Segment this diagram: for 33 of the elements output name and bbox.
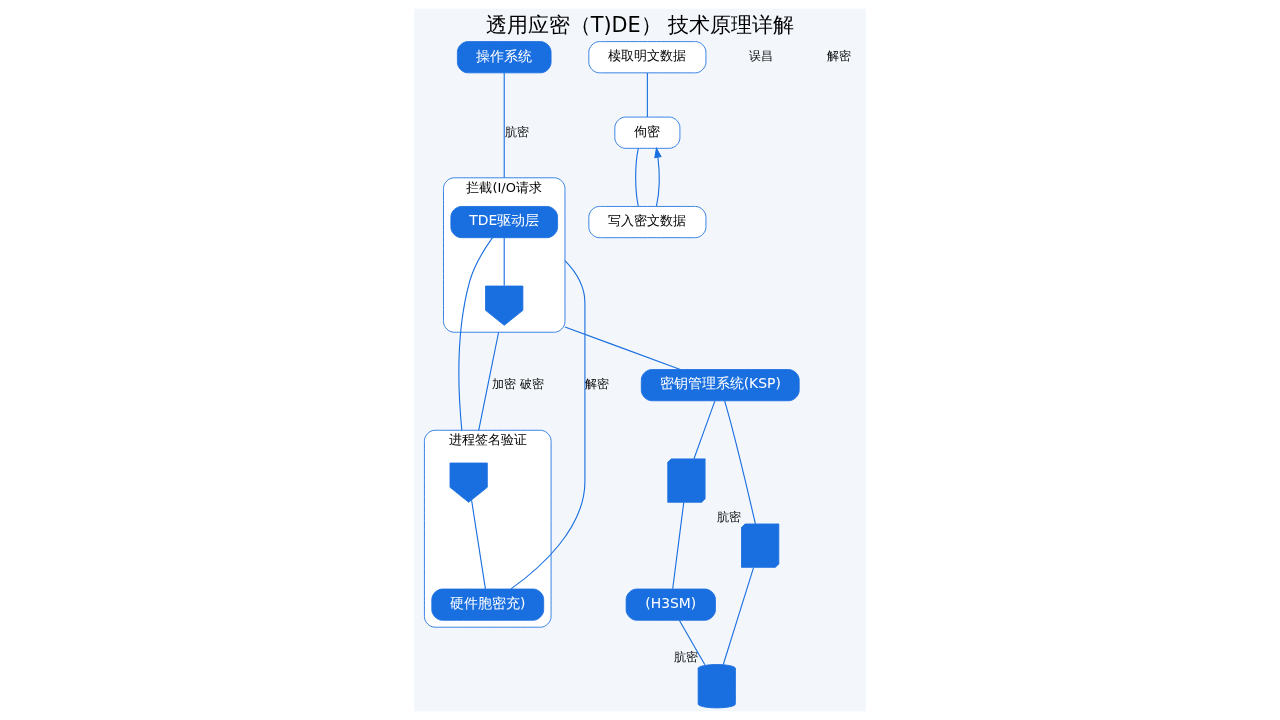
connector (503, 72, 505, 179)
connector (471, 499, 486, 590)
edge-label: 解密 (585, 377, 610, 392)
node-box: 椟取明文数据 (588, 41, 707, 74)
connector (722, 567, 755, 666)
connector (672, 501, 685, 590)
node-label: 肮密 (716, 509, 741, 524)
edge-label: 肮密 (504, 124, 529, 139)
connector (646, 72, 648, 118)
connector (510, 260, 586, 590)
node-box: 佝密 (614, 116, 681, 149)
diagram-title: 透用应密（T)DE） 技术原理详解 (485, 13, 795, 38)
node-box: 密钥管理系统(KSP) (640, 369, 800, 402)
label: 误昌 (749, 49, 774, 64)
node-shield (485, 285, 524, 326)
connector (503, 237, 505, 287)
node-box: TDE驱动层 (450, 206, 558, 239)
connector (478, 331, 500, 431)
label: 解密 (827, 49, 852, 64)
node-box: 硬件胞密充) (431, 588, 545, 621)
arrow (654, 146, 662, 207)
node-box: (H3SM) (625, 588, 716, 621)
edge-label: 加密 破密 (492, 377, 545, 392)
node-box: 写入密文数据 (588, 206, 707, 239)
connector (693, 400, 716, 460)
connector (678, 619, 706, 666)
connector (635, 147, 639, 207)
connector (564, 326, 681, 371)
node-shield (449, 462, 488, 503)
connector (724, 400, 756, 525)
node-box: 操作系统 (456, 41, 552, 74)
node-label: 肮密 (673, 650, 698, 665)
connector (458, 237, 494, 431)
